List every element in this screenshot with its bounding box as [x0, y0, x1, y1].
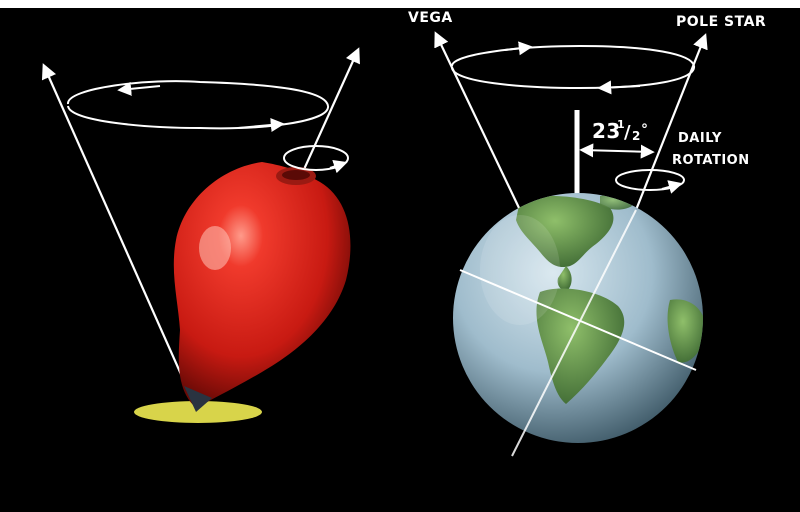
spin-arrow-top — [329, 159, 348, 174]
tilt-degree: ° — [641, 122, 649, 138]
spinning-top-illustration — [41, 47, 360, 423]
continents — [516, 194, 703, 404]
top-white-strip — [0, 0, 645, 8]
tilt-slash: / — [624, 122, 631, 143]
top-notch-inner — [282, 170, 310, 180]
top-shadow — [134, 401, 262, 423]
label-rotation: ROTATION — [672, 153, 750, 168]
cone-line-vega — [434, 31, 521, 211]
earth-axis-south — [511, 209, 637, 457]
top-tip — [184, 386, 212, 412]
tilt-denominator: 2 — [632, 129, 641, 143]
tilt-numerator: 1 — [617, 118, 625, 131]
top-highlight — [199, 226, 231, 270]
label-tilt-angle: 23 1 / 2 ° — [592, 118, 649, 143]
daily-rotation-arrow — [661, 180, 683, 194]
earth-precession-arrow-upper — [504, 41, 533, 56]
precession-circle-earth — [451, 44, 695, 90]
precession-circle-top — [67, 80, 329, 130]
globe-highlight — [480, 215, 560, 325]
tilt-whole: 23 — [592, 119, 621, 143]
daily-rotation-loop — [615, 169, 685, 191]
cone-line-left — [41, 63, 198, 409]
earth-illustration — [434, 31, 708, 457]
label-vega: VEGA — [408, 10, 453, 26]
precession-arrow-upper — [117, 81, 161, 96]
precession-arrow-lower — [237, 118, 285, 132]
label-pole-star: POLE STAR — [676, 14, 766, 30]
label-daily: DAILY — [678, 131, 722, 146]
equator-line — [459, 269, 697, 371]
spin-loop-top — [283, 145, 349, 171]
tilt-angle-arrow — [579, 143, 655, 159]
top-body — [173, 162, 351, 408]
earth-precession-arrow-lower — [597, 80, 641, 95]
